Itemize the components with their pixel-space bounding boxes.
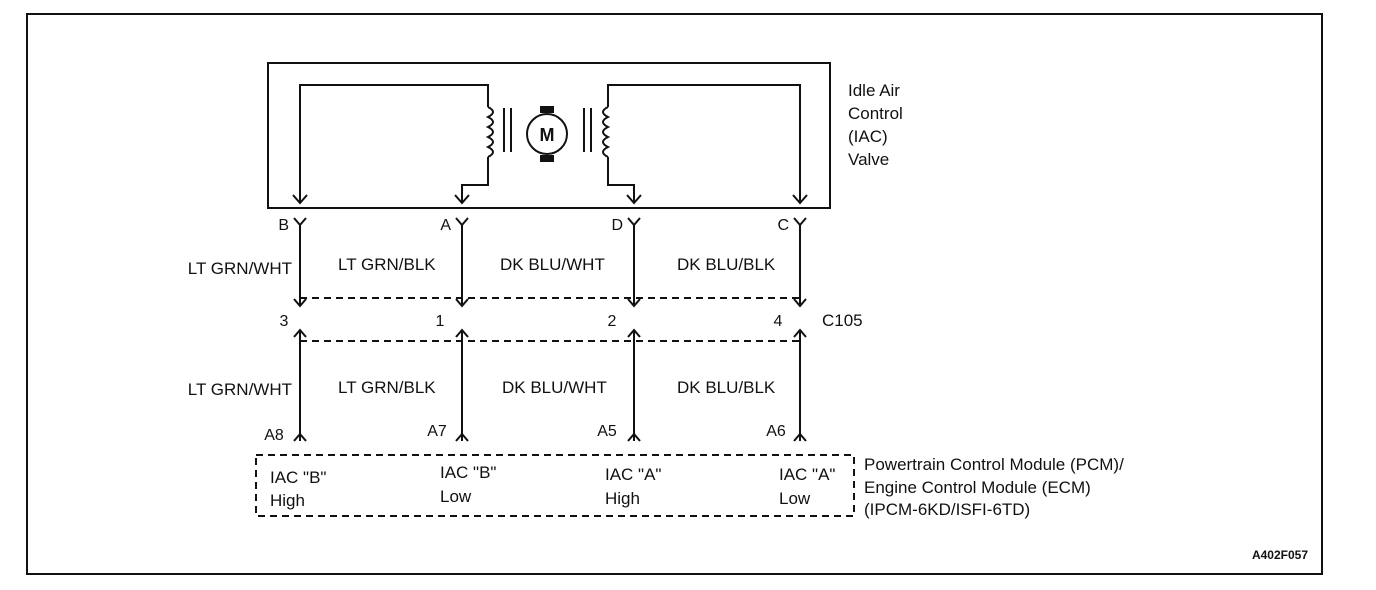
connector-pin-label: 1 bbox=[436, 313, 445, 330]
module-pin-label: A5 bbox=[597, 423, 617, 440]
module-pin-label: A8 bbox=[264, 427, 284, 444]
valve-internal-arrows bbox=[292, 194, 808, 205]
module-name-line: (IPCM-6KD/ISFI-6TD) bbox=[864, 500, 1030, 519]
wire-color-label: LT GRN/WHT bbox=[188, 380, 292, 399]
valve-terminal-symbols bbox=[293, 217, 807, 227]
circuit-label: High bbox=[270, 491, 305, 510]
module-pin-label: A6 bbox=[766, 423, 786, 440]
circuit-label: High bbox=[605, 489, 640, 508]
wire-color-label: DK BLU/WHT bbox=[500, 255, 605, 274]
circuit-label: Low bbox=[440, 487, 472, 506]
terminal-label-c: C bbox=[777, 217, 789, 234]
iac-valve-box bbox=[267, 62, 831, 209]
module-name-line: Powertrain Control Module (PCM)/ bbox=[864, 455, 1124, 474]
module-name: Powertrain Control Module (PCM)/ Engine … bbox=[864, 455, 1124, 519]
module-circuits: IAC "B" High IAC "B" Low IAC "A" High IA… bbox=[270, 463, 835, 510]
motor-icon bbox=[526, 113, 568, 155]
right-winding-circuit bbox=[602, 84, 801, 203]
lower-wires bbox=[293, 328, 807, 441]
terminal-label-b: B bbox=[278, 217, 289, 234]
connector-pin-label: 4 bbox=[774, 313, 783, 330]
wire-color-label: LT GRN/WHT bbox=[188, 259, 292, 278]
left-core-lines bbox=[503, 108, 512, 152]
valve-name-line: Control bbox=[848, 104, 903, 123]
module-pin-label: A7 bbox=[427, 423, 447, 440]
valve-name: Idle Air Control (IAC) Valve bbox=[848, 81, 903, 169]
wire-color-label: LT GRN/BLK bbox=[338, 255, 436, 274]
valve-name-line: (IAC) bbox=[848, 127, 888, 146]
motor-label: M bbox=[540, 125, 555, 145]
lower-wire-colors: LT GRN/WHT LT GRN/BLK DK BLU/WHT DK BLU/… bbox=[188, 378, 776, 399]
connector-c105-pins: 3 1 2 4 bbox=[280, 313, 783, 330]
upper-wire-colors: LT GRN/WHT LT GRN/BLK DK BLU/WHT DK BLU/… bbox=[188, 255, 776, 278]
module-pin-symbols bbox=[293, 432, 807, 442]
wire-color-label: DK BLU/WHT bbox=[502, 378, 607, 397]
upper-wires bbox=[293, 225, 807, 308]
wire-color-label: DK BLU/BLK bbox=[677, 255, 776, 274]
wire-color-label: LT GRN/BLK bbox=[338, 378, 436, 397]
valve-terminal-labels: B A D C bbox=[278, 217, 789, 234]
motor-symbol: M bbox=[526, 106, 568, 162]
figure-id: A402F057 bbox=[1252, 548, 1308, 562]
connector-c105-outline bbox=[300, 297, 800, 342]
circuit-label: IAC "A" bbox=[605, 465, 661, 484]
wire-color-label: DK BLU/BLK bbox=[677, 378, 776, 397]
terminal-label-a: A bbox=[440, 217, 451, 234]
connector-pin-label: 3 bbox=[280, 313, 289, 330]
connector-pin-label: 2 bbox=[608, 313, 617, 330]
left-winding-circuit bbox=[299, 84, 494, 203]
valve-name-line: Idle Air bbox=[848, 81, 900, 100]
diagram-frame bbox=[26, 13, 1323, 575]
circuit-label: IAC "B" bbox=[270, 468, 326, 487]
connector-id: C105 bbox=[822, 311, 863, 330]
terminal-label-d: D bbox=[611, 217, 623, 234]
circuit-label: Low bbox=[779, 489, 811, 508]
module-name-line: Engine Control Module (ECM) bbox=[864, 478, 1091, 497]
circuit-label: IAC "A" bbox=[779, 465, 835, 484]
valve-name-line: Valve bbox=[848, 150, 889, 169]
module-pin-labels: A8 A7 A5 A6 bbox=[264, 423, 786, 444]
circuit-label: IAC "B" bbox=[440, 463, 496, 482]
pcm-module-box bbox=[255, 454, 855, 517]
right-core-lines bbox=[583, 108, 592, 152]
